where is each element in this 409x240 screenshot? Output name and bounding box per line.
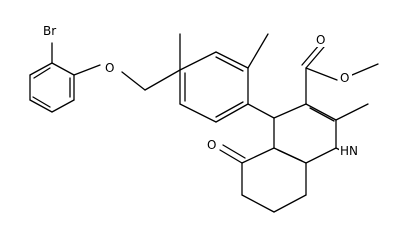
atom-o-ketone: O (205, 136, 219, 152)
bromine-label: Br (43, 24, 56, 38)
atom-o-methoxy: O (338, 69, 352, 85)
aryl-o-bond (73, 64, 101, 76)
nh-hydrogen-label: H (340, 144, 349, 158)
molecule-canvas: Br O O O O H N (29, 22, 379, 213)
atom-o-ether: O (103, 59, 117, 75)
cyclohexenone-ring (241, 147, 307, 213)
ester-o-bond (305, 67, 338, 81)
dihydropyridine-ring (273, 103, 337, 164)
methyl-bond-right (247, 33, 269, 69)
ester-co-double-2 (301, 43, 321, 66)
ketone-oxygen-label: O (207, 138, 216, 152)
ketone-double-2 (222, 144, 246, 159)
o-ch2-bond (121, 71, 146, 91)
atom-br: Br (41, 22, 63, 38)
ketone-double-1 (219, 149, 243, 164)
c2-methyl-bond (335, 103, 369, 121)
bromophenyl-ring (29, 62, 75, 113)
nh-nitrogen-label: N (349, 144, 358, 158)
methoxy-bond (351, 63, 379, 76)
methoxy-oxygen-label: O (340, 71, 349, 85)
atom-nh: H N (339, 142, 361, 158)
ester-carbonyl-oxygen-label: O (316, 33, 325, 47)
dimethylphenyl-ring (144, 51, 249, 123)
aryl-c4-bond (247, 103, 275, 119)
ester-co-double-1 (305, 46, 325, 69)
ether-oxygen-label: O (105, 61, 114, 75)
structure-drawing: Br O O O O H N (29, 22, 379, 213)
atom-o-ester-carbonyl: O (314, 31, 328, 47)
